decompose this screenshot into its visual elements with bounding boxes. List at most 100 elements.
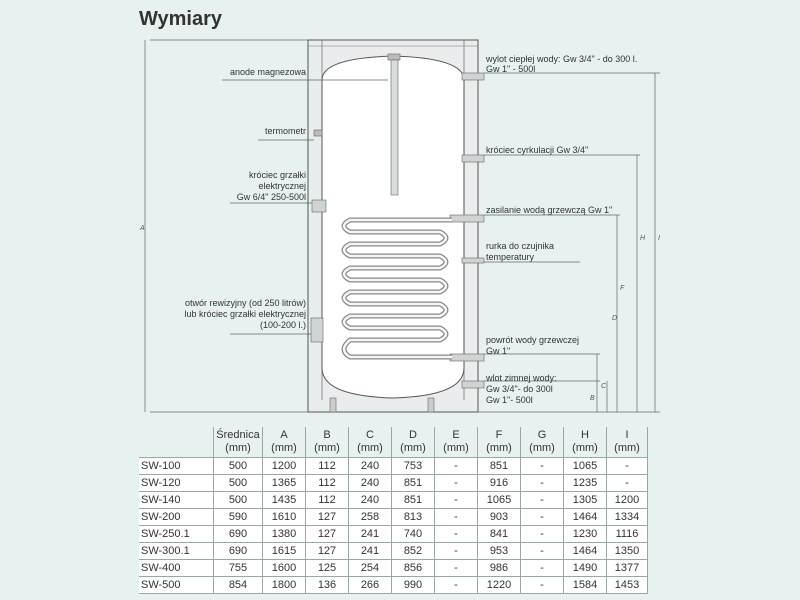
cell-f: 841 <box>477 525 521 543</box>
cell-d: 753 <box>391 457 435 475</box>
cell-b: 127 <box>305 525 349 543</box>
table-header-row: Średnica(mm) A(mm) B(mm) C(mm) D(mm) E(m… <box>139 427 648 458</box>
cell-a: 1600 <box>262 559 306 577</box>
cell-i: 1377 <box>606 559 648 577</box>
cell-d: 851 <box>391 474 435 492</box>
dim-h-label: H <box>640 235 646 242</box>
cell-f: 851 <box>477 457 521 475</box>
label-inspection-2: lub króciec grzałki elektrycznej <box>184 309 306 319</box>
cell-i: 1350 <box>606 542 648 560</box>
cell-c: 240 <box>348 491 392 509</box>
header-h: H(mm) <box>563 427 607 458</box>
cell-model: SW-100 <box>139 457 214 475</box>
cell-diameter: 590 <box>213 508 263 526</box>
table-row: SW-300.1 690 1615 127 241 852 - 953 - 14… <box>139 542 648 560</box>
cell-h: 1490 <box>563 559 607 577</box>
left-leader-lines <box>150 39 388 413</box>
cell-b: 127 <box>305 508 349 526</box>
cell-c: 258 <box>348 508 392 526</box>
label-hot-1: wylot ciepłej wody: Gw 3/4" - do 300 l. <box>485 54 637 64</box>
cell-i: 1200 <box>606 491 648 509</box>
cell-b: 136 <box>305 576 349 594</box>
table-row: SW-400 755 1600 125 254 856 - 986 - 1490… <box>139 559 648 577</box>
dim-d-label: D <box>612 315 617 322</box>
cell-f: 903 <box>477 508 521 526</box>
cell-f: 916 <box>477 474 521 492</box>
cell-d: 990 <box>391 576 435 594</box>
foot-left <box>329 397 337 413</box>
cell-a: 1435 <box>262 491 306 509</box>
label-circulation: króciec cyrkulacji Gw 3/4" <box>486 145 588 155</box>
header-diameter: Średnica(mm) <box>213 427 263 458</box>
cell-a: 1380 <box>262 525 306 543</box>
cell-d: 851 <box>391 491 435 509</box>
cell-i: - <box>606 474 648 492</box>
label-supply: zasilanie wodą grzewczą Gw 1" <box>486 205 612 215</box>
header-f: F(mm) <box>477 427 521 458</box>
cell-e: - <box>434 508 478 526</box>
label-return-1: powrót wody grzewczej <box>486 335 579 345</box>
cell-g: - <box>520 542 564 560</box>
label-inspection-1: otwór rewizyjny (od 250 litrów) <box>185 298 306 308</box>
cell-model: SW-120 <box>139 474 214 492</box>
header-model <box>139 427 214 458</box>
cell-i: 1453 <box>606 576 648 594</box>
cell-h: 1464 <box>563 508 607 526</box>
dim-c-label: C <box>601 383 607 390</box>
cell-a: 1610 <box>262 508 306 526</box>
cell-g: - <box>520 508 564 526</box>
cell-c: 240 <box>348 474 392 492</box>
cell-diameter: 690 <box>213 525 263 543</box>
cell-c: 240 <box>348 457 392 475</box>
header-b: B(mm) <box>305 427 349 458</box>
thermometer-port <box>313 129 323 137</box>
cell-g: - <box>520 457 564 475</box>
cell-e: - <box>434 525 478 543</box>
cell-a: 1800 <box>262 576 306 594</box>
cell-c: 241 <box>348 542 392 560</box>
anode-cap <box>387 53 401 61</box>
label-hot-2: Gw 1" - 500l <box>486 64 535 74</box>
cell-diameter: 854 <box>213 576 263 594</box>
header-i: I(mm) <box>606 427 648 458</box>
hot-outlet-pipe <box>461 72 485 81</box>
label-cold-1: wlot zimnej wody: <box>485 373 557 383</box>
cell-diameter: 500 <box>213 491 263 509</box>
dim-f-label: F <box>620 285 625 292</box>
cell-diameter: 500 <box>213 474 263 492</box>
cell-a: 1200 <box>262 457 306 475</box>
cell-g: - <box>520 474 564 492</box>
cell-e: - <box>434 474 478 492</box>
label-heater-1: króciec grzałki <box>249 170 306 180</box>
header-g: G(mm) <box>520 427 564 458</box>
cell-h: 1065 <box>563 457 607 475</box>
cold-inlet-pipe <box>461 380 485 389</box>
right-dim-lines <box>596 73 656 412</box>
cell-f: 1220 <box>477 576 521 594</box>
label-heater-3: Gw 6/4" 250-500l <box>237 192 306 202</box>
header-e: E(mm) <box>434 427 478 458</box>
label-cold-2: Gw 3/4"- do 300l <box>486 384 553 394</box>
table-row: SW-250.1 690 1380 127 241 740 - 841 - 12… <box>139 525 648 543</box>
cell-g: - <box>520 491 564 509</box>
cell-b: 125 <box>305 559 349 577</box>
heating-coil-highlight <box>342 218 452 359</box>
cell-h: 1464 <box>563 542 607 560</box>
inner-tank <box>321 55 465 399</box>
label-sensor-1: rurka do czujnika <box>486 241 554 251</box>
cell-b: 112 <box>305 457 349 475</box>
cell-e: - <box>434 576 478 594</box>
cell-model: SW-200 <box>139 508 214 526</box>
header-d: D(mm) <box>391 427 435 458</box>
supply-pipe <box>449 214 485 223</box>
cell-model: SW-250.1 <box>139 525 214 543</box>
dim-b-label: B <box>590 395 595 402</box>
cell-d: 856 <box>391 559 435 577</box>
cell-e: - <box>434 491 478 509</box>
cell-f: 953 <box>477 542 521 560</box>
table-row: SW-140 500 1435 112 240 851 - 1065 - 130… <box>139 491 648 509</box>
cell-a: 1365 <box>262 474 306 492</box>
cell-d: 740 <box>391 525 435 543</box>
cell-i: 1116 <box>606 525 648 543</box>
